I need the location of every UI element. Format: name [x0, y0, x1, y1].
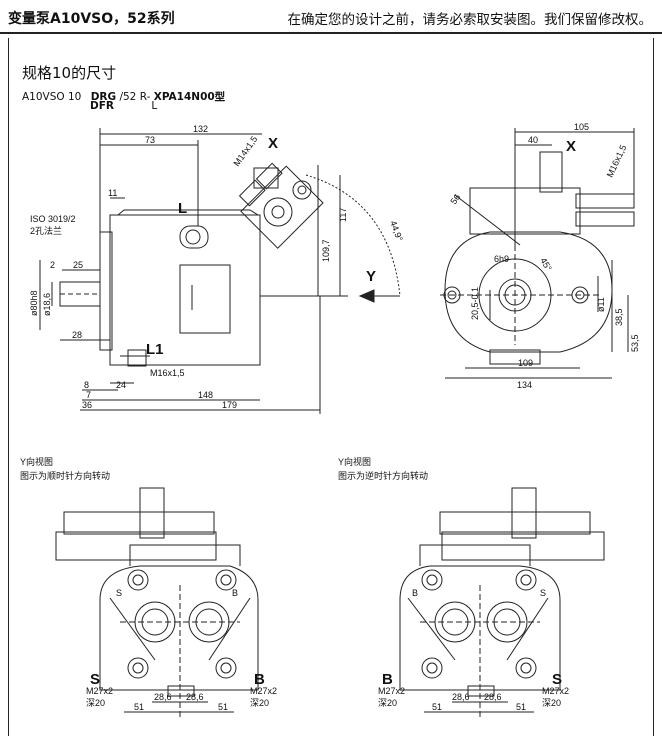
flange-label: 2孔法兰 [30, 225, 62, 236]
y-view-ccw-b-thread: M27x2 [378, 686, 405, 696]
y-view-ccw-d28b: 28,6 [484, 692, 502, 702]
y-view-cw-s-thread: M27x2 [86, 686, 113, 696]
y-view-ccw-d28a: 28,6 [452, 692, 470, 702]
front-dim-6h9: 6h9 [494, 254, 509, 264]
model-suffix: XPA14N00型 [153, 91, 226, 103]
section-title: 规格10的尺寸 [22, 64, 117, 82]
y-view-ccw-d51a: 51 [432, 702, 442, 712]
model-mid: /52 R- [119, 91, 151, 103]
dim-132: 132 [193, 124, 208, 134]
y-view-cw-s-depth: 深20 [86, 698, 105, 708]
model-prefix: A10VSO 10 [22, 91, 82, 103]
dim-179: 179 [222, 400, 237, 410]
dim-18-6: ø18,6 [42, 293, 52, 316]
dim-36: 36 [82, 400, 92, 410]
front-port-x: X [566, 138, 576, 155]
header-bar: 变量泵A10VSO，52系列 在确定您的设计之前，请务必索取安装图。我们保留修改… [0, 0, 662, 34]
y-view-cw-b-small: B [232, 588, 238, 598]
model-code-alt: DFR L [90, 100, 157, 112]
y-view-ccw-port-b: B [382, 671, 393, 688]
y-view-cw-d28a: 28,6 [154, 692, 172, 702]
front-thread-x: M16x1,5 [605, 143, 629, 179]
dim-8: 8 [84, 380, 89, 390]
port-y: Y [366, 268, 376, 285]
thread-l1: M16x1,5 [150, 368, 185, 378]
y-view-cw-subtitle: 图示为顺时针方向转动 [20, 470, 110, 481]
thread-x-side: M14x1,5 [231, 134, 259, 168]
front-dim-56: 56 [448, 192, 462, 206]
model-dfr: DFR [90, 100, 114, 112]
y-view-ccw-port-s: S [552, 671, 562, 688]
y-view-ccw-subtitle: 图示为逆时针方向转动 [338, 470, 428, 481]
y-view-ccw-s-thread: M27x2 [542, 686, 569, 696]
dim-24: 24 [116, 380, 126, 390]
port-l1: L1 [146, 341, 164, 358]
dim-73: 73 [145, 135, 155, 145]
dim-28: 28 [72, 330, 82, 340]
y-view-ccw-b-small: B [412, 588, 418, 598]
iso-label: ISO 3019/2 [30, 214, 76, 224]
front-dim-40: 40 [528, 135, 538, 145]
front-valve-block [469, 187, 581, 235]
y-view-ccw-title: Y向视图 [338, 456, 371, 467]
y-view-cw-d28b: 28,6 [186, 692, 204, 702]
dim-25: 25 [73, 260, 83, 270]
y-view-cw-port-b: B [254, 671, 265, 688]
model-l: L [151, 100, 158, 112]
y-view-cw-s-small: S [116, 588, 122, 598]
y-view-ccw-s-small: S [540, 588, 546, 598]
header-note: 在确定您的设计之前，请务必索取安装图。我们保留修改权。 [287, 12, 653, 28]
front-dim-134: 134 [517, 380, 532, 390]
port-x-side: X [268, 135, 278, 152]
dim-117: 117 [338, 208, 348, 222]
front-dim-45: 45° [538, 256, 554, 273]
port-l: L [178, 200, 187, 217]
dim-109-7: 109,7 [321, 239, 331, 262]
y-view-cw [55, 487, 259, 720]
front-dim-38-5: 38,5 [614, 308, 624, 326]
y-view-cw-title: Y向视图 [20, 456, 53, 467]
dim-11: 11 [108, 188, 117, 198]
side-housing [109, 214, 261, 366]
front-dim-11: ø11 [596, 297, 606, 312]
content-frame [8, 38, 654, 736]
header-title: 变量泵A10VSO，52系列 [8, 11, 175, 27]
dim-148: 148 [198, 390, 213, 400]
front-dim-20-5: 20,5-0,1 [470, 287, 480, 320]
front-dim-105: 105 [574, 122, 589, 132]
dim-7: 7 [86, 390, 91, 400]
y-view-cw-d51a: 51 [134, 702, 144, 712]
front-dim-53-5: 53,5 [630, 334, 640, 352]
y-view-ccw-b-depth: 深20 [378, 698, 397, 708]
y-view-cw-b-thread: M27x2 [250, 686, 277, 696]
y-view-cw-port-s: S [90, 671, 100, 688]
dim-44-9: 44,9° [388, 219, 405, 243]
y-view-ccw-s-depth: 深20 [542, 698, 561, 708]
front-dim-109: 109 [518, 358, 533, 368]
dim-80h8: ø80h8 [29, 290, 39, 316]
dim-2: 2 [50, 260, 55, 270]
model-drg: DRG [90, 91, 117, 103]
y-view-ccw [399, 487, 605, 720]
model-code: A10VSO 10 DRG /52 R- XPA14N00型 [22, 89, 225, 104]
y-view-cw-b-depth: 深20 [250, 698, 269, 708]
y-view-ccw-d51b: 51 [516, 702, 526, 712]
y-view-cw-d51b: 51 [218, 702, 228, 712]
